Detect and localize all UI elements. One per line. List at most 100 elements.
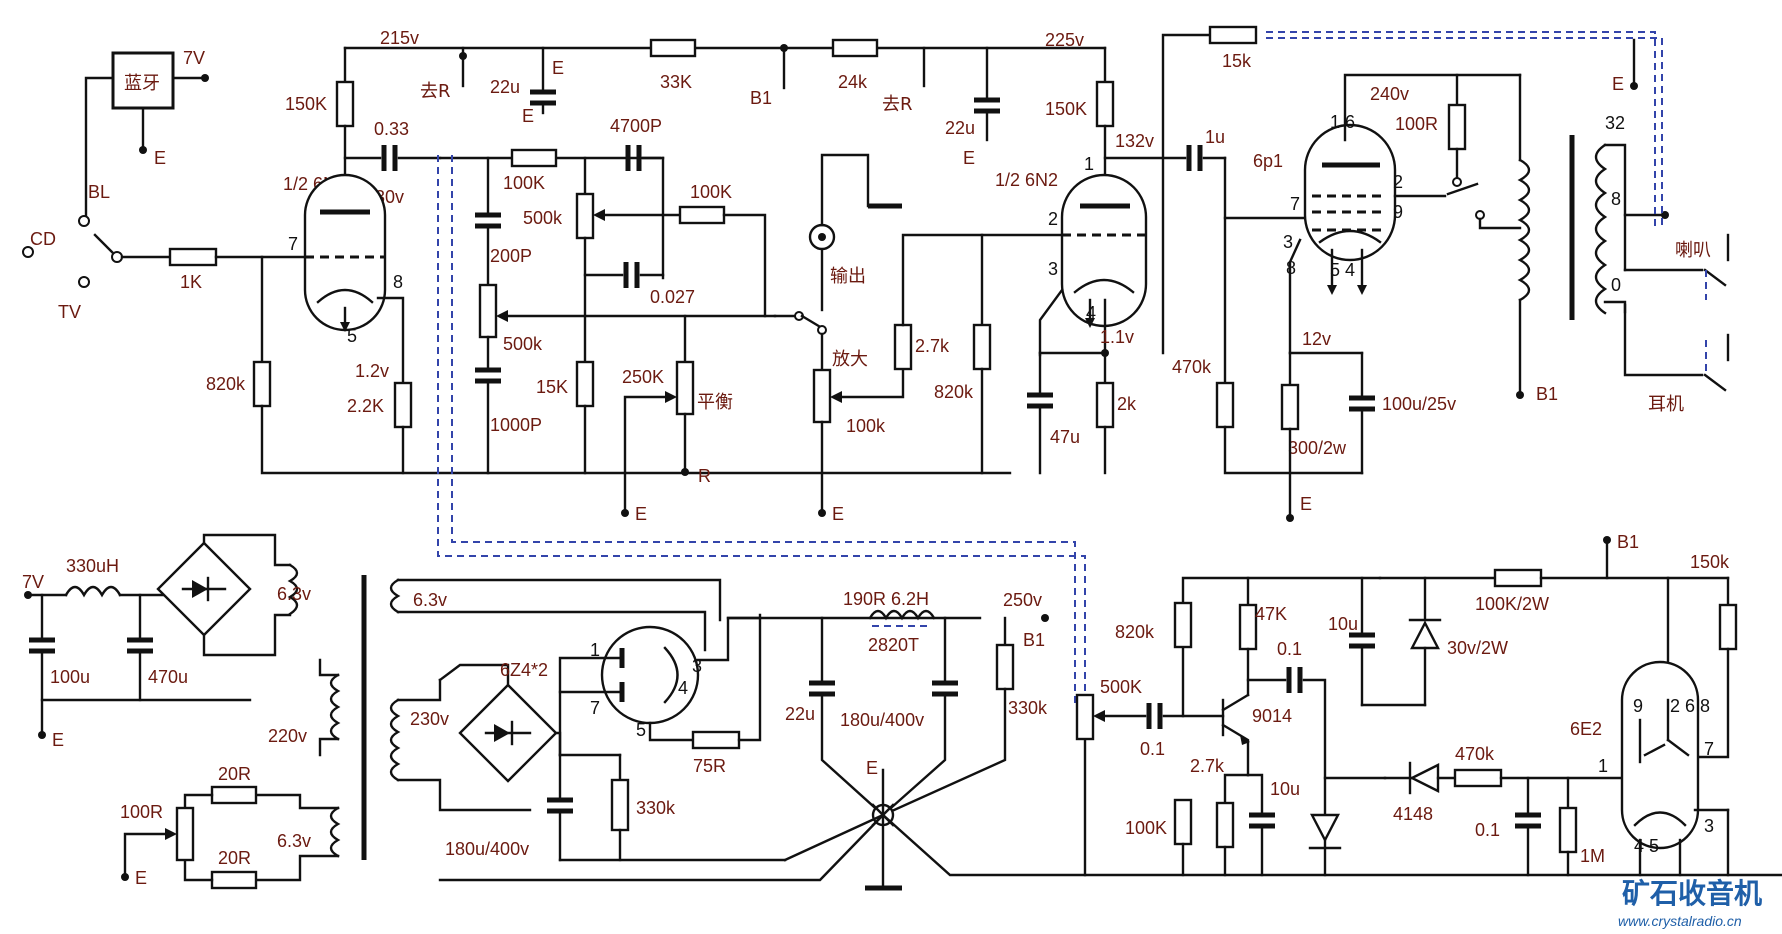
tap8-label: 8 [1611,189,1621,209]
amp-label: 放大 [832,349,868,370]
rect-pin7: 7 [590,698,600,718]
e-pin9: 9 [1633,696,1643,716]
r100r-b-label: 100R [120,802,163,822]
inductor-330uh [64,585,122,598]
c10u-b-label: 10u [1328,614,1358,634]
volume-label: 100k [846,416,886,436]
rect-pin5: 5 [636,720,646,740]
output-label: 输出 [830,266,866,287]
tube1-pin5: 5 [347,326,357,346]
rectifier-tube-label: 6Z4*2 [500,660,548,680]
e-pin45: 4 5 [1634,836,1659,856]
r15k-label: 15K [536,377,568,397]
r820k-c-label: 820k [1115,622,1155,642]
v225-label: 225v [1045,30,1084,50]
selector-switch [93,233,114,254]
r150k-c-label: 150k [1690,552,1730,572]
c200p-label: 200P [490,246,532,266]
tube2-pin3: 3 [1048,259,1058,279]
l330-label: 330uH [66,556,119,576]
r500k-c-label: 500K [1100,677,1142,697]
c01-b-label: 0.1 [1277,639,1302,659]
choke-label: 190R 6.2H [843,589,929,609]
c47u-label: 47u [1050,427,1080,447]
output-switch [800,314,824,330]
v11-label: 1.1v [1100,327,1134,347]
r-label: R [698,466,711,486]
r22k-label: 2.2K [347,396,384,416]
r1m-label: 1M [1580,846,1605,866]
watermark-logo-text: 矿石收音机 [1622,877,1762,910]
r470k-label: 470k [1172,357,1212,377]
tone-control: 100K 200P 1000P 500k 4700P 500k 100K [438,116,777,524]
supply-rail: 去R E 22u E 33K B1 24k 去R 22u E 225v 150K [420,30,1115,168]
tube2-envelope [1060,173,1148,328]
r500k-b-label: 500k [503,334,543,354]
tv-label: TV [58,302,81,322]
r33k-label: 33K [660,72,692,92]
v132-label: 132v [1115,131,1154,151]
c22u-b-label: 22u [945,118,975,138]
e-pin268: 2 6 8 [1670,696,1710,716]
r20r-a-label: 20R [218,764,251,784]
tube3-pin7: 7 [1290,194,1300,214]
tube3-pin16: 1 6 [1330,112,1355,132]
b1-label: B1 [750,88,772,108]
c180u-a-label: 180u/400v [445,839,529,859]
power-transformer: 6.3v 230v 180u/400v 330k 6Z4*2 1 7 3 4 5 [361,575,1782,891]
ground-label-3: E [963,148,975,168]
r2k-label: 2k [1117,394,1137,414]
balance-label: 平衡 [697,392,733,413]
ground-label-7: E [1612,74,1624,94]
r820k-b-label: 820k [934,382,974,402]
tube3-pin2: 2 [1393,172,1403,192]
tube2-pin1: 1 [1084,154,1094,174]
c470u-label: 470u [148,667,188,687]
r100k-a-label: 100K [503,173,545,193]
v240-label: 240v [1370,84,1409,104]
r75r-label: 75R [693,756,726,776]
r150k-a-label: 150K [285,94,327,114]
v215-label: 215v [380,28,419,48]
r100k2w-label: 100K/2W [1475,594,1549,614]
v250-label: 250v [1003,590,1042,610]
ground-label-4: E [635,504,647,524]
tube3-envelope [1303,123,1397,262]
c01-a-label: 0.1 [1140,739,1165,759]
d30v-label: 30v/2W [1447,638,1508,658]
rectifier-tube [600,625,700,725]
e-pin1: 1 [1598,756,1608,776]
v230-label: 230v [410,709,449,729]
r820k-a-label: 820k [206,374,246,394]
qu2-label: 去R [882,94,913,115]
tube1-stage: 215v 150K 0.33 1/2 6N2 6 130v 7 8 5 1.2v… [206,28,1107,475]
v63a-label: 6.3v [277,584,311,604]
c10u-a-label: 10u [1270,779,1300,799]
c01-c-label: 0.1 [1475,820,1500,840]
shielded-cable [437,31,1707,720]
v12-label: 1.2v [355,361,389,381]
tube1-envelope [303,173,387,332]
v12b-label: 12v [1302,329,1331,349]
cd-label: CD [30,229,56,249]
output-stage: 15k 470k 6p1 1 6 240v 7 2 9 3 8 5 4 100R [1161,25,1730,522]
r27k-label: 2.7k [915,336,950,356]
rect-pin3: 3 [692,656,702,676]
tube3-pin3: 3 [1283,232,1293,252]
r27k-b-label: 2.7k [1190,756,1225,776]
c1u-label: 1u [1205,127,1225,147]
rect-pin4: 4 [678,678,688,698]
ps-v7-label: 7V [22,572,44,592]
r250k-label: 250K [622,367,664,387]
r24k-label: 24k [838,72,868,92]
tube2-pin4: 4 [1086,303,1096,323]
tube2-pin2: 2 [1048,209,1058,229]
ground-label-9: E [135,868,147,888]
watermark-url: www.crystalradio.cn [1618,913,1742,929]
r100k-b-label: 100K [690,182,732,202]
qu1-label: 去R [420,81,451,102]
ground-label-10: E [866,758,878,778]
input-selector: 蓝牙 7V E BL CD TV 1K [22,48,307,322]
e-pin7: 7 [1704,739,1714,759]
tap32-label: 32 [1605,113,1625,133]
